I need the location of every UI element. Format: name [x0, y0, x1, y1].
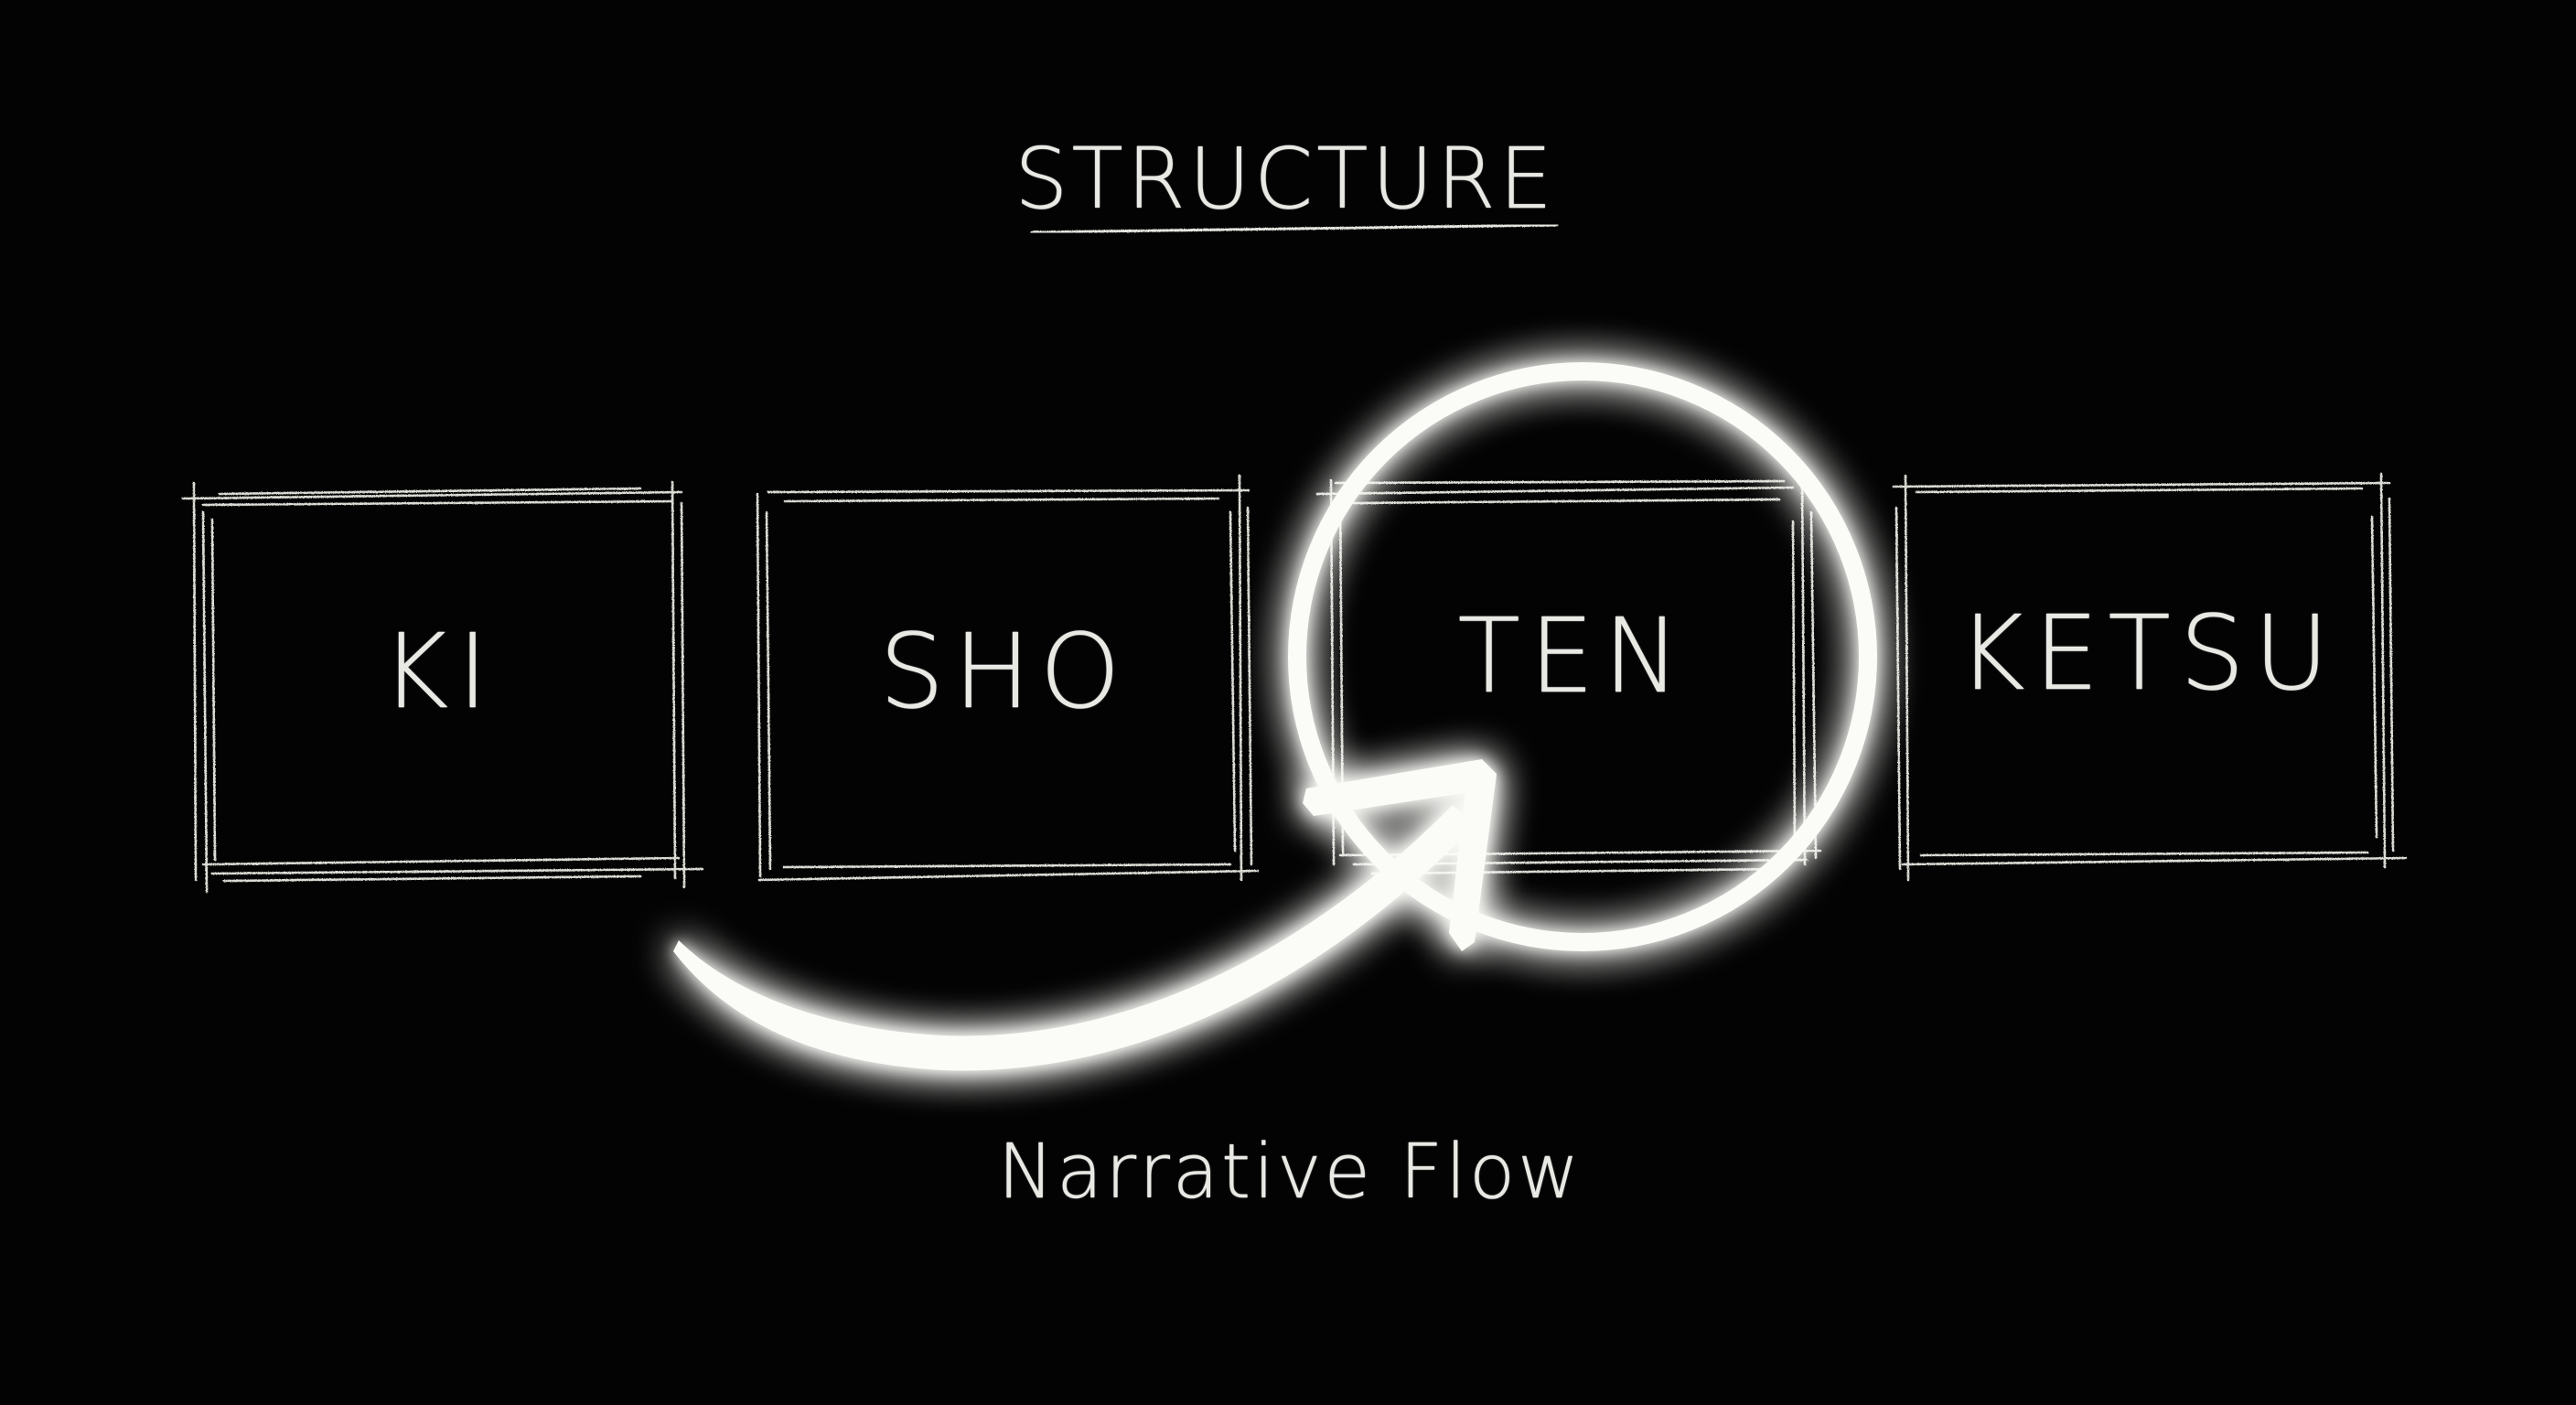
highlight-circle-icon [1288, 362, 1877, 951]
stage-box-ten: TEN [1331, 483, 1816, 860]
stage-label-ten: TEN [1457, 597, 1690, 716]
narrative-flow-caption: Narrative Flow [997, 1129, 1583, 1217]
stage-label-ketsu: KETSU [1958, 595, 2338, 713]
stage-box-ketsu: KETSU [1903, 485, 2392, 862]
box-ketsu-frame [1892, 472, 2408, 882]
stage-box-sho: SHO [759, 489, 1249, 872]
diagram-title: STRUCTURE [1014, 130, 1556, 228]
stage-label-ki: KI [381, 613, 498, 732]
box-sho-frame [756, 474, 1260, 882]
box-ki-frame [181, 480, 704, 894]
stage-box-ki: KI [194, 489, 683, 872]
title-underline [1030, 223, 1559, 234]
stage-label-sho: SHO [879, 613, 1130, 732]
flow-arrow-icon [673, 759, 1497, 1071]
